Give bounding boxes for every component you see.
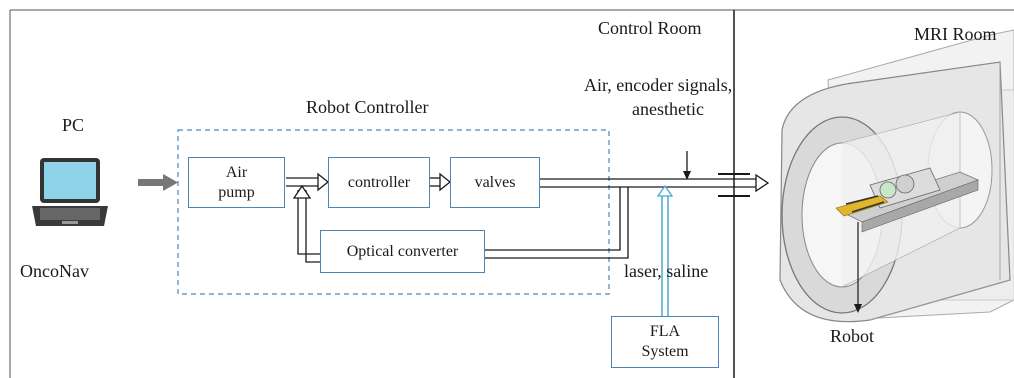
fla-label-line2: System xyxy=(641,343,689,360)
laser-saline-line xyxy=(656,184,674,316)
air-pump-box: Air pump xyxy=(188,157,285,208)
robot-controller-label: Robot Controller xyxy=(306,97,429,117)
cable-label-pointer-head xyxy=(683,171,691,180)
mri-room-label: MRI Room xyxy=(914,24,997,44)
pc-to-pump-arrow xyxy=(138,174,178,191)
feedback-loop-arrow xyxy=(292,184,320,263)
controller-to-valves-arrow xyxy=(430,172,452,192)
air-pump-label-line2: pump xyxy=(218,183,255,201)
fla-system-box: FLA System xyxy=(611,316,719,368)
mri-scanner-icon xyxy=(779,29,1014,323)
laser-saline-label: laser, saline xyxy=(624,261,709,281)
fla-label-line1: FLA xyxy=(649,323,681,340)
robot-label: Robot xyxy=(830,326,875,346)
robot-controller-group xyxy=(177,129,610,295)
cable-label-line2: anesthetic xyxy=(632,99,704,119)
valves-label: valves xyxy=(474,173,516,191)
controller-label: controller xyxy=(347,173,411,191)
optical-to-trunk-line xyxy=(485,187,629,259)
pump-to-controller-arrow xyxy=(286,172,330,192)
air-pump-label-line1: Air xyxy=(225,163,248,181)
optical-converter-box: Optical converter xyxy=(320,230,485,273)
onconav-label: OncoNav xyxy=(20,261,89,281)
laptop-icon xyxy=(32,158,108,226)
controller-box: controller xyxy=(328,157,430,208)
cable-label-line1: Air, encoder signals, xyxy=(584,75,733,95)
control-room-label: Control Room xyxy=(598,18,702,38)
valves-to-mri-line xyxy=(540,173,770,193)
pc-label: PC xyxy=(62,115,85,135)
valves-box: valves xyxy=(450,157,540,208)
optical-converter-label: Optical converter xyxy=(346,242,459,260)
robot-pointer-head xyxy=(854,304,862,313)
